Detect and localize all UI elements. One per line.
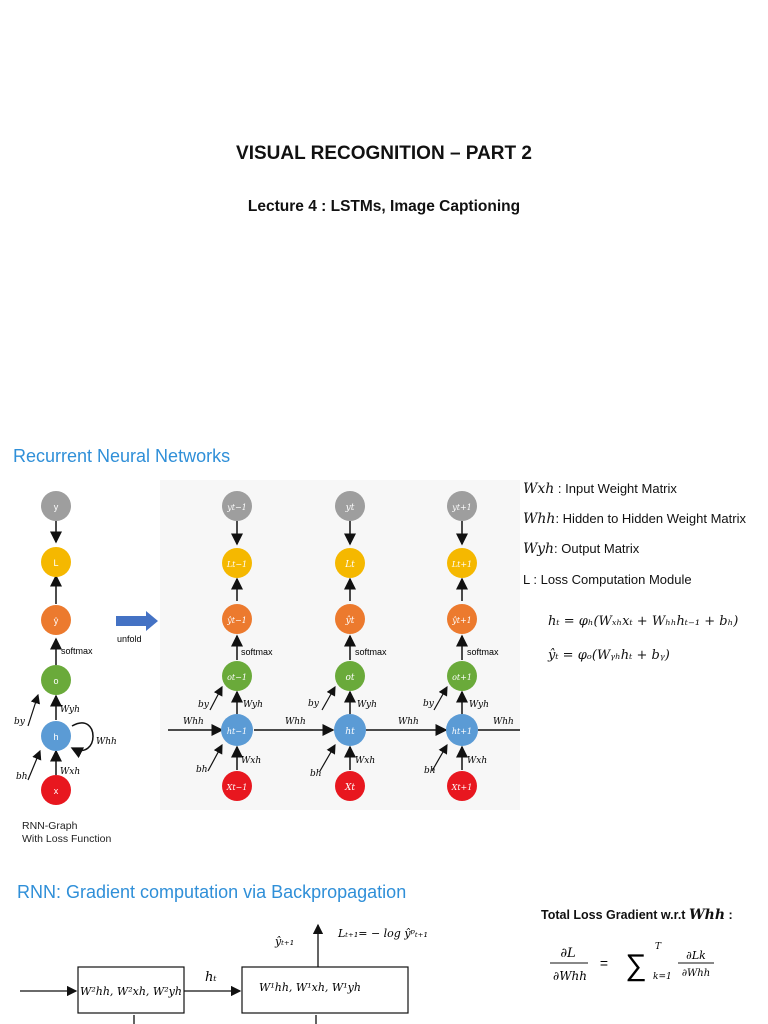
folded-x-node [41,775,71,805]
by-label-t-plus-1: by [423,699,435,709]
unrolled-step-t-plus-1: yt+1 Lt+1 ŷt+1 ot+1 ht+1 Xt+1 softmax Wy… [423,491,499,801]
h-label-t-plus-1: ht+1 [452,727,472,736]
folded-yhat-label: ŷ [54,616,59,626]
layer-1-weights-label: W¹hh, W¹xh, W¹yh [259,981,361,994]
svg-text:T: T [655,942,662,952]
unrolled-step-t-minus-1: yt−1 Lt−1 ŷt−1 ot−1 ht−1 Xt−1 softmax Wy… [196,491,273,801]
unfold-label: unfold [117,634,142,644]
wyh-label-t-plus-1: Wyh [469,700,489,710]
folded-softmax-label: softmax [61,646,93,656]
wyh-label-t-minus-1: Wyh [243,700,263,710]
by-label-t: by [308,699,320,709]
loss-t-plus-1-label: Lₜ₊₁= − log ŷᵖₜ₊₁ [337,927,428,940]
yhat-label-t-plus-1: ŷt+1 [451,616,472,625]
bptt-section-heading: RNN: Gradient computation via Backpropag… [17,882,407,902]
y-label-t-plus-1: yt+1 [451,503,472,512]
legend-loss: L : Loss Computation Module [523,572,692,587]
x-label-t-minus-1: Xt−1 [226,783,248,792]
rnn-diagram: y L ŷ o h x softmax Wyh Whh Wxh by bh un… [14,480,520,810]
x-label-t: Xt [344,783,355,793]
rnn-section-heading: Recurrent Neural Networks [13,446,231,466]
legend-whh: Whh: Hidden to Hidden Weight Matrix [523,511,746,527]
folded-o-node [41,665,71,695]
o-label-t-plus-1: ot+1 [452,673,472,682]
slide-title: VISUAL RECOGNITION – PART 2 [236,143,532,164]
layer-2-weights-box [77,966,185,1014]
by-label-t-minus-1: by [198,700,210,710]
svg-text:k=1: k=1 [653,972,672,982]
o-label-t-minus-1: ot−1 [227,673,247,682]
folded-y-label: y [54,502,59,512]
layer-2-weights-label: W²hh, W²xh, W²yh [80,985,182,998]
svg-text:∂Whh: ∂Whh [553,969,587,983]
svg-text:∂L: ∂L [560,946,575,961]
whh-label-in: Whh [183,717,204,727]
folded-loss-label: L [53,558,58,568]
folded-yhat-node [41,605,71,635]
yhat-label-t-minus-1: ŷt−1 [226,616,247,625]
whh-label-2: Whh [398,717,419,727]
bptt-diagram: W²hh, W²xh, W²yh hₜ W¹hh, W¹xh, W¹yh ŷₜ₊… [20,923,428,1024]
x-label-t-plus-1: Xt+1 [451,783,473,792]
wxh-label-t: Wxh [355,756,375,766]
hidden-state-equation: hₜ = φₕ(Wₓₕxₜ + Wₕₕhₜ₋₁ + bₕ) [548,614,739,629]
softmax-label-t-minus-1: softmax [241,647,273,657]
unrolled-step-t: yt Lt ŷt ot ht Xt softmax Wyh Wxh by bh [308,491,387,801]
folded-wxh-label: Wxh [60,767,80,777]
unfold-arrow-icon [116,611,158,631]
bh-label-t: bh [310,769,322,779]
y-label-t: yt [345,503,355,513]
h-label-t: ht [345,727,355,737]
wxh-label-t-minus-1: Wxh [241,756,261,766]
loss-label-t-plus-1: Lt+1 [451,560,472,569]
y-label-t-minus-1: yt−1 [226,503,247,512]
svg-text:=: = [600,955,608,971]
legend-wyh: Wyh: Output Matrix [523,541,640,557]
folded-by-label: by [14,717,26,727]
yhat-t-plus-1-label: ŷₜ₊₁ [274,935,294,948]
whh-label-out: Whh [493,717,514,727]
folded-h-label: h [53,732,58,742]
folded-wyh-label: Wyh [60,705,80,715]
yhat-label-t: ŷt [345,615,355,626]
folded-o-label: o [53,676,58,686]
layer-1-weights-box [241,966,409,1014]
folded-bh-label: bh [16,772,28,782]
softmax-label-t-plus-1: softmax [467,647,499,657]
total-loss-gradient-formula: ∂L ∂Whh = ∑ T k=1 ∂Lk ∂Whh [550,942,714,983]
output-equation: ŷₜ = φₒ(Wᵧₕhₜ + bᵧ) [548,648,670,663]
loss-label-t: Lt [344,560,355,570]
rnn-graph-caption: RNN-Graph With Loss Function [22,820,112,845]
svg-text:∂Whh: ∂Whh [682,968,710,979]
folded-y-node [41,491,71,521]
wxh-label-t-plus-1: Wxh [467,756,487,766]
folded-h-node [41,721,71,751]
o-label-t: ot [345,673,354,683]
bh-label-t-minus-1: bh [196,765,208,775]
wyh-label-t: Wyh [357,700,377,710]
loss-label-t-minus-1: Lt−1 [226,560,247,569]
h-label-t-minus-1: ht−1 [227,727,247,736]
svg-text:∑: ∑ [625,949,646,982]
svg-text:∂Lk: ∂Lk [686,949,706,962]
whh-label-1: Whh [285,717,306,727]
bh-label-t-plus-1: bh [424,766,436,776]
folded-whh-label: Whh [96,737,117,747]
total-loss-gradient-title: Total Loss Gradient w.r.t Whh : [541,907,733,923]
folded-rnn-graph: y L ŷ o h x softmax Wyh Whh Wxh by bh [14,491,117,805]
softmax-label-t: softmax [355,647,387,657]
folded-loss-node [41,547,71,577]
folded-x-label: x [54,786,59,796]
legend-wxh: Wxh : Input Weight Matrix [523,481,677,497]
h-t-label: hₜ [205,970,217,985]
slide-subtitle: Lecture 4 : LSTMs, Image Captioning [247,198,521,215]
